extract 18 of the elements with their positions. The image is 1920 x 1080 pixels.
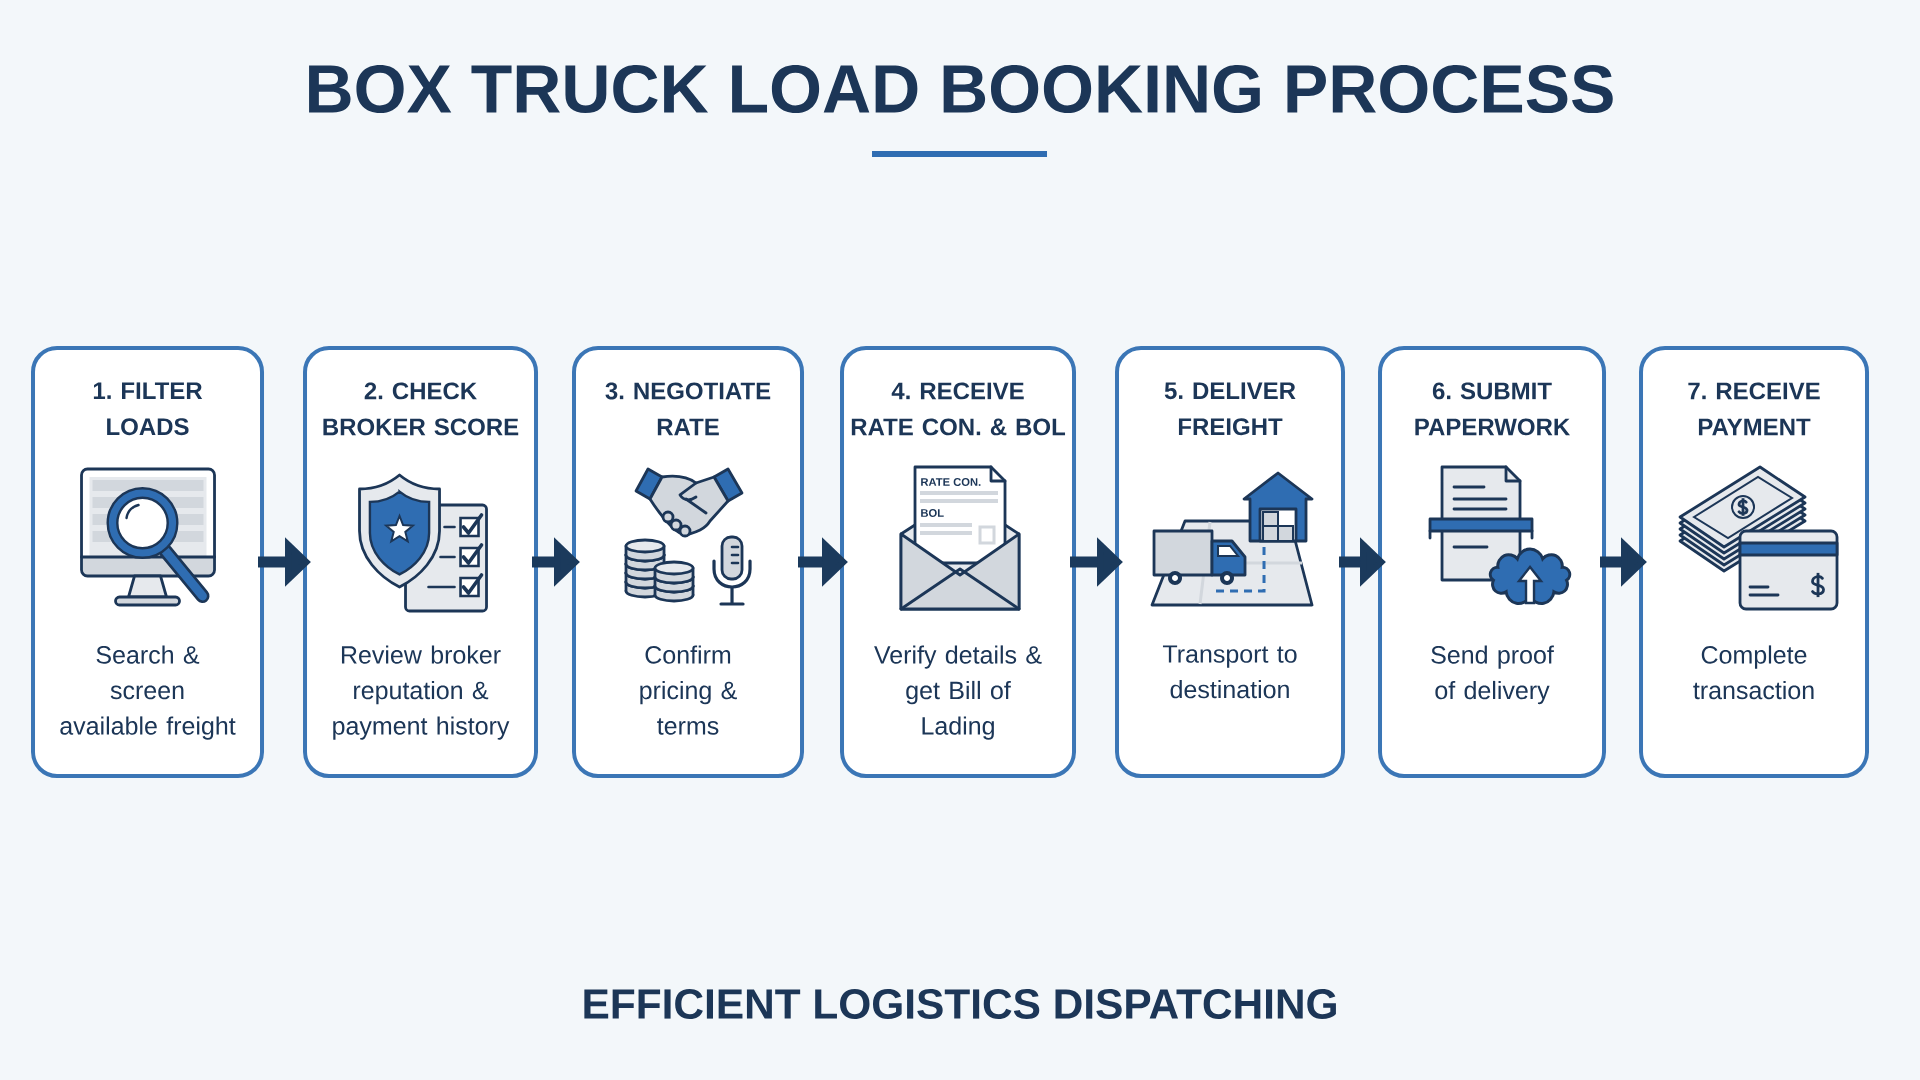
step-description: Confirm pricing & terms (640, 645, 737, 735)
step-title: 5. DELIVER FREIGHT (1164, 382, 1296, 436)
step-title: 6. SUBMIT PAPERWORK (1415, 382, 1570, 436)
step-title: 2. CHECK BROKER SCORE (323, 382, 519, 436)
step-description: Complete transaction (1693, 645, 1814, 700)
step-title: 7. RECEIVE PAYMENT (1688, 382, 1820, 436)
step-title: 1. FILTER LOADS (93, 382, 203, 436)
step-title: 3. NEGOTIATE RATE (605, 382, 771, 436)
step-title: 4. RECEIVE RATE CON. & BOL (851, 382, 1066, 436)
step-description: Transport to destination (1162, 645, 1297, 699)
step-description: Verify details & get Bill of Lading (874, 645, 1042, 740)
step-description: Review broker reputation & payment history (333, 645, 510, 740)
caption: EFFICIENT LOGISTICS DISPATCHING (584, 989, 1336, 1019)
document-label: BOL (921, 509, 944, 517)
title: BOX TRUCK LOAD BOOKING PROCESS (309, 64, 1613, 114)
step-description: Search & screen available freight (60, 645, 236, 740)
document-label: RATE CON. (921, 478, 981, 486)
step-description: Send proof of delivery (1431, 645, 1554, 705)
